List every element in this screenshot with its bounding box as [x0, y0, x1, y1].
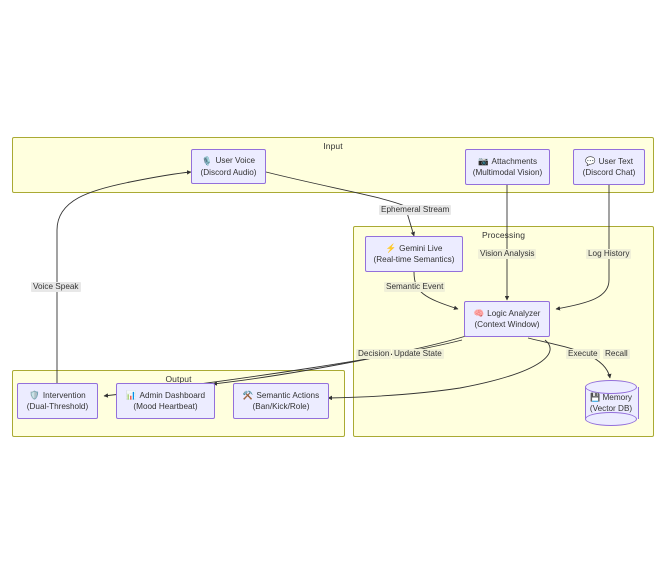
edge-label-vision-analysis: Vision Analysis — [478, 249, 537, 260]
node-intervention-title: Intervention — [42, 390, 86, 400]
node-gemini-live[interactable]: ⚡ Gemini Live (Real-time Semantics) — [365, 236, 463, 272]
node-user-voice[interactable]: 🎙️ User Voice (Discord Audio) — [191, 149, 266, 184]
edge-label-execute: Execute — [566, 349, 600, 360]
node-attachments-title: Attachments — [491, 156, 538, 166]
node-semantic-actions[interactable]: ⚒️ Semantic Actions (Ban/Kick/Role) — [233, 383, 329, 419]
shield-icon: 🛡️ — [29, 390, 40, 401]
edge-user-voice-to-gemini-live — [265, 171, 415, 237]
node-user-text[interactable]: 💬 User Text (Discord Chat) — [573, 149, 645, 185]
node-semantic-actions-subtitle: (Ban/Kick/Role) — [252, 402, 310, 411]
node-user-voice-title: User Voice — [215, 156, 256, 166]
edge-logic-analyzer-to-admin-dashboard — [212, 335, 467, 386]
microphone-icon: 🎙️ — [201, 155, 213, 166]
node-intervention-subtitle: (Dual-Threshold) — [26, 402, 89, 411]
node-gemini-live-title: Gemini Live — [399, 243, 443, 253]
cylinder-top — [585, 380, 637, 394]
node-user-text-subtitle: (Discord Chat) — [582, 168, 636, 177]
subgraph-output-title: Output — [165, 374, 192, 384]
node-intervention[interactable]: 🛡️ Intervention (Dual-Threshold) — [17, 383, 98, 419]
edge-user-text-to-logic-analyzer — [555, 185, 610, 311]
node-user-text-title: User Text — [598, 156, 634, 166]
node-admin-dashboard-title: Admin Dashboard — [139, 390, 206, 400]
lightning-icon: ⚡ — [385, 243, 397, 254]
hammer-and-pick-icon: ⚒️ — [242, 390, 254, 401]
floppy-disk-icon: 💾 — [589, 392, 601, 402]
node-attachments-subtitle: (Multimodal Vision) — [472, 168, 543, 177]
edge-label-ephemeral-stream: Ephemeral Stream — [379, 205, 452, 216]
node-semantic-actions-title: Semantic Actions — [256, 390, 320, 400]
node-logic-analyzer-subtitle: (Context Window) — [474, 320, 540, 329]
edge-label-recall: Recall — [603, 349, 630, 360]
node-logic-analyzer-title: Logic Analyzer — [487, 308, 541, 318]
node-attachments[interactable]: 📷 Attachments (Multimodal Vision) — [465, 149, 550, 185]
node-user-voice-subtitle: (Discord Audio) — [200, 167, 257, 177]
node-memory[interactable]: 💾 Memory (Vector DB) — [585, 380, 639, 426]
edge-label-voice-speak: Voice Speak — [31, 282, 81, 293]
edge-gemini-live-to-logic-analyzer — [413, 271, 459, 310]
edge-label-update-state: Update State — [392, 349, 444, 360]
edge-label-decision: Decision — [356, 349, 392, 360]
subgraph-processing-title: Processing — [481, 230, 526, 240]
bar-chart-icon: 📊 — [125, 390, 137, 401]
camera-icon: 📷 — [477, 156, 489, 167]
node-admin-dashboard[interactable]: 📊 Admin Dashboard (Mood Heartbeat) — [116, 383, 215, 419]
cylinder-bottom — [585, 412, 637, 426]
edge-label-log-history: Log History — [586, 249, 632, 260]
node-logic-analyzer[interactable]: 🧠 Logic Analyzer (Context Window) — [464, 301, 550, 337]
node-gemini-live-subtitle: (Real-time Semantics) — [373, 255, 455, 264]
node-admin-dashboard-subtitle: (Mood Heartbeat) — [133, 402, 198, 411]
edge-logic-analyzer-to-semantic-actions — [327, 339, 551, 401]
edge-label-semantic-event: Semantic Event — [384, 282, 446, 293]
node-memory-subtitle: (Vector DB) — [589, 404, 633, 413]
speech-balloon-icon: 💬 — [584, 156, 596, 167]
node-memory-title: Memory — [602, 392, 633, 402]
edge-intervention-to-user-voice — [56, 170, 192, 384]
brain-icon: 🧠 — [473, 308, 485, 319]
subgraph-input-title: Input — [323, 141, 343, 151]
